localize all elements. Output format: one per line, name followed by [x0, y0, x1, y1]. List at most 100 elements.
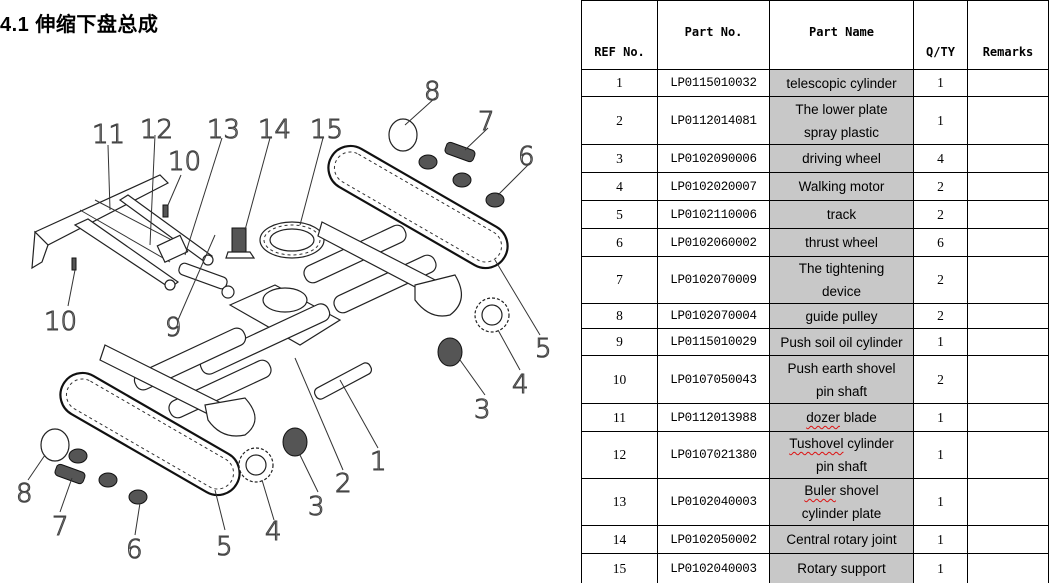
cell-ref-no: 11 — [581, 403, 658, 432]
part-name-line-1: Push soil oil cylinder — [780, 334, 903, 350]
cell-qty: 2 — [913, 172, 968, 201]
cell-remarks — [967, 355, 1049, 404]
cell-part-name: Push soil oil cylinder — [769, 328, 914, 356]
parts-table: REF No. Part No. Part Name Q/TY Remarks … — [581, 0, 1049, 583]
header-part-no: Part No. — [657, 0, 770, 70]
cell-part-no: LP0102060002 — [657, 228, 770, 257]
callout-3: 3 — [474, 395, 491, 425]
header-ref-no: REF No. — [581, 0, 658, 70]
cell-remarks — [967, 328, 1049, 356]
cell-remarks — [967, 525, 1049, 554]
cell-part-no: LP0115010032 — [657, 69, 770, 97]
left-side-frame — [99, 344, 256, 437]
cell-part-name: driving wheel — [769, 144, 914, 173]
cell-qty: 4 — [913, 144, 968, 173]
cell-ref-no: 13 — [581, 478, 658, 526]
callout-4: 4 — [265, 517, 282, 547]
cell-part-no: LP0115010029 — [657, 328, 770, 356]
cell-ref-no: 8 — [581, 303, 658, 329]
cell-qty: 1 — [913, 553, 968, 583]
callout-8: 8 — [424, 77, 441, 107]
part-name-line-1: track — [826, 207, 857, 222]
cell-part-no: LP0112014081 — [657, 96, 770, 145]
part-name-line-1: guide pulley — [805, 308, 878, 324]
table-header-row: REF No. Part No. Part Name Q/TY Remarks — [581, 0, 1049, 70]
cell-ref-no: 7 — [581, 256, 658, 304]
cell-remarks — [967, 303, 1049, 329]
cell-remarks — [967, 144, 1049, 173]
part-name-line-1: Central rotary joint — [786, 532, 897, 547]
cell-remarks — [967, 69, 1049, 97]
cell-part-no: LP0112013988 — [657, 403, 770, 432]
cell-remarks — [967, 403, 1049, 432]
cell-part-name: Tushovel cylinder pin shaft — [769, 431, 914, 479]
cell-ref-no: 9 — [581, 328, 658, 356]
cell-part-no: LP0102050002 — [657, 525, 770, 554]
callout-13: 13 — [207, 115, 240, 145]
cell-ref-no: 10 — [581, 355, 658, 404]
part-name-line-1: The lower plate — [795, 101, 888, 117]
cell-ref-no: 6 — [581, 228, 658, 257]
cell-part-name: Push earth shovel pin shaft — [769, 355, 914, 404]
cell-ref-no: 2 — [581, 96, 658, 145]
cell-part-name: dozer blade — [769, 403, 914, 432]
callout-12: 12 — [140, 115, 173, 145]
cell-remarks — [967, 553, 1049, 583]
cell-ref-no: 4 — [581, 172, 658, 201]
part-name-line-1: Tushovel cylinder — [789, 436, 894, 451]
track-right — [327, 144, 509, 270]
dozer-blade — [31, 174, 214, 291]
cell-remarks — [967, 256, 1049, 304]
cell-qty: 1 — [913, 431, 968, 479]
callout-6: 6 — [518, 142, 535, 172]
part-name-line-2: pin shaft — [815, 459, 868, 474]
header-qty: Q/TY — [913, 0, 968, 70]
cell-part-name: Walking motor — [769, 172, 914, 201]
cell-part-name: guide pulley — [769, 303, 914, 329]
callout-10: 10 — [44, 307, 77, 337]
cell-qty: 1 — [913, 478, 968, 526]
callout-15: 15 — [310, 115, 343, 145]
cell-qty: 2 — [913, 200, 968, 229]
guide-pulley — [40, 118, 418, 462]
cell-part-name: telescopic cylinder — [769, 69, 914, 97]
cell-part-no: LP0102040003 — [657, 553, 770, 583]
callout-10: 10 — [168, 147, 201, 177]
cell-qty: 2 — [913, 303, 968, 329]
cell-qty: 6 — [913, 228, 968, 257]
cell-part-name: track — [769, 200, 914, 229]
callout-7: 7 — [52, 512, 69, 542]
callout-7: 7 — [478, 107, 495, 137]
part-name-line-1: Push earth shovel — [787, 360, 896, 376]
cell-ref-no: 14 — [581, 525, 658, 554]
spellcheck-word: Buler — [804, 483, 836, 498]
part-name-line-1: The tightening — [798, 261, 885, 276]
cell-ref-no: 1 — [581, 69, 658, 97]
callout-11: 11 — [92, 120, 125, 150]
part-name-line-2: pin shaft — [815, 383, 868, 399]
push-cylinder — [178, 262, 235, 299]
right-side-frame — [317, 221, 462, 317]
exploded-parts-diagram: 8 7 6 5 4 3 1 2 3 4 5 6 7 8 9 10 10 11 1… — [0, 50, 575, 583]
central-rotary-joint — [225, 227, 256, 259]
cell-remarks — [967, 431, 1049, 479]
header-part-name: Part Name — [769, 0, 914, 70]
rotary-support — [259, 221, 325, 259]
cell-part-no: LP0102020007 — [657, 172, 770, 201]
cell-qty: 1 — [913, 403, 968, 432]
cell-part-no: LP0102070009 — [657, 256, 770, 304]
cell-qty: 1 — [913, 525, 968, 554]
cell-ref-no: 5 — [581, 200, 658, 229]
